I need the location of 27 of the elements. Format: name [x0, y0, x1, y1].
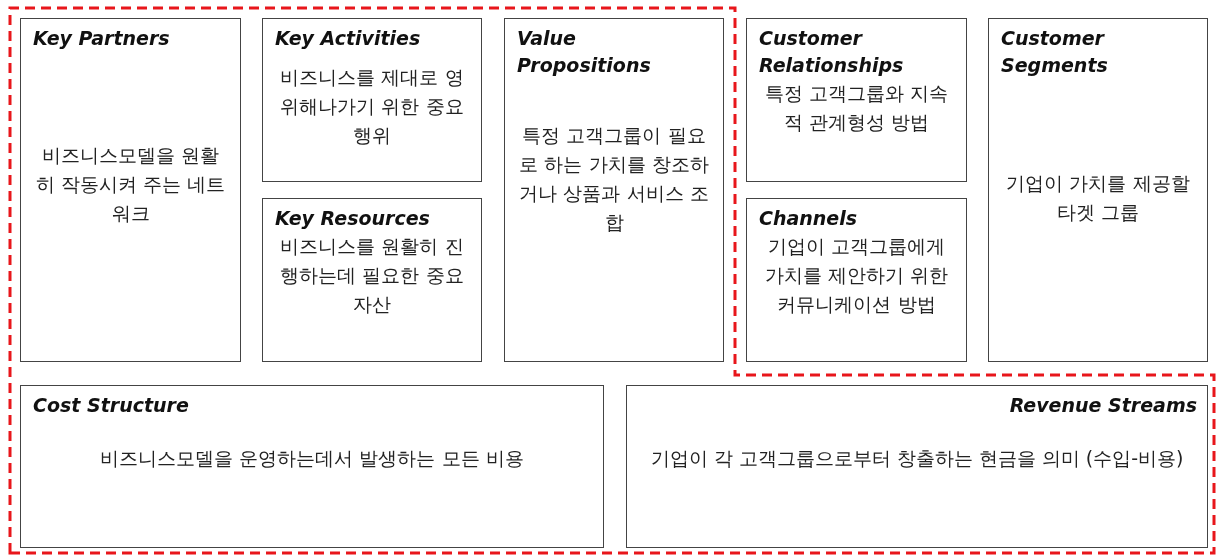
block-description: 기업이 각 고객그룹으로부터 창출하는 현금을 의미 (수입-비용): [650, 445, 1184, 471]
block-title: Cost Structure: [33, 393, 189, 418]
block-title: Customer Segments: [1001, 26, 1109, 78]
block-description: 비즈니스모델을 운영하는데서 발생하는 모든 비용: [100, 445, 524, 471]
block-title: Key Activities: [275, 26, 421, 51]
block-description: 기업이 고객그룹에게 가치를 제안하기 위한 커뮤니케이션 방법: [763, 234, 950, 317]
canvas-block: [988, 18, 1208, 362]
canvas-block: [262, 198, 482, 362]
canvas-block: [504, 18, 724, 362]
block-description: 특정 고객그룹이 필요로 하는 가치를 창조하거나 상품과 서비스 조합: [518, 122, 710, 235]
block-description: 특정 고객그룹와 지속적 관계형성 방법: [763, 81, 950, 135]
block-description: 비즈니스를 제대로 영위해나가기 위한 중요행위: [279, 64, 465, 148]
block-title: Customer Relationships: [759, 26, 905, 78]
canvas-block: [262, 18, 482, 182]
block-title: Value Propositions: [517, 26, 652, 78]
block-description: 기업이 가치를 제공할 타겟 그룹: [1005, 170, 1191, 225]
block-title: Channels: [759, 206, 858, 231]
canvas-block: [746, 18, 967, 182]
block-description: 비즈니스를 원활히 진행하는데 필요한 중요자산: [279, 234, 465, 317]
block-title: Revenue Streams: [1009, 393, 1197, 418]
block-description: 비즈니스모델을 원활히 작동시켜 주는 네트워크: [34, 142, 227, 226]
canvas-block: [746, 198, 967, 362]
canvas-block: [626, 385, 1208, 548]
block-title: Key Partners: [33, 26, 170, 51]
block-title: Key Resources: [275, 206, 430, 231]
canvas-block: [20, 385, 604, 548]
canvas-block: [20, 18, 241, 362]
